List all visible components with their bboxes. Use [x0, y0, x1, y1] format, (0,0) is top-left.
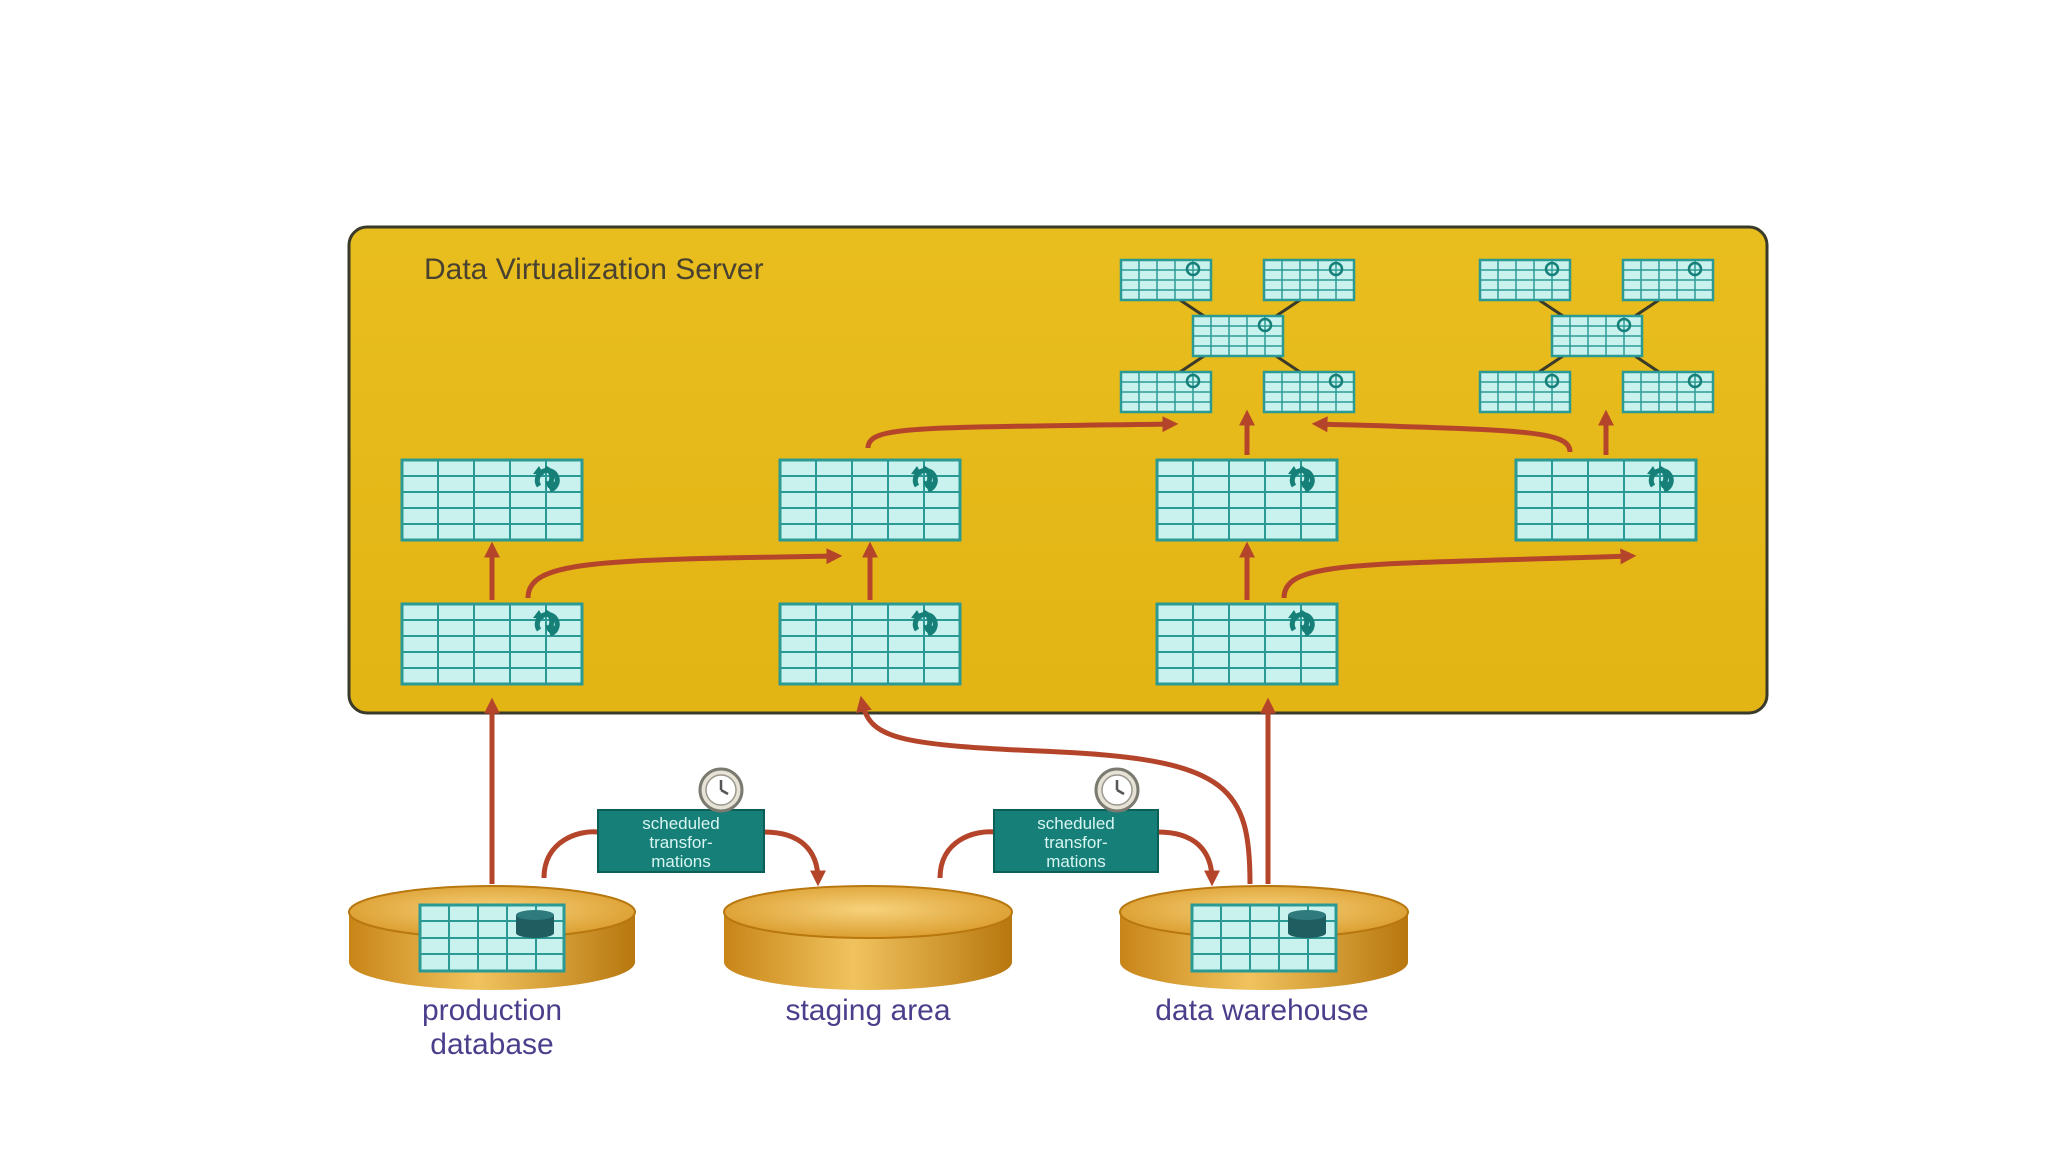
- production-label-line2: database: [430, 1028, 553, 1061]
- virtual-table-mid-1: [402, 460, 582, 540]
- production-label-line1: production: [422, 994, 562, 1027]
- view-cluster-left: [1119, 258, 1356, 414]
- virtual-table-base-1: [402, 604, 582, 684]
- scheduled-transform-right: scheduled transfor- mations: [993, 809, 1159, 873]
- server-title: Data Virtualization Server: [424, 253, 764, 286]
- source-arrows: [483, 695, 1277, 887]
- virtual-table-base-2: [780, 604, 960, 684]
- database-cylinder-icon: [418, 903, 566, 973]
- svg-text:mations: mations: [651, 852, 711, 871]
- virtual-table-mid-2: [780, 460, 960, 540]
- svg-text:mations: mations: [1046, 852, 1106, 871]
- data-warehouse-store: [1119, 885, 1409, 990]
- production-database: [348, 885, 636, 990]
- svg-text:scheduled: scheduled: [642, 814, 720, 833]
- warehouse-label: data warehouse: [1155, 994, 1369, 1027]
- svg-text:scheduled: scheduled: [1037, 814, 1115, 833]
- virtual-table-base-3: [1157, 604, 1337, 684]
- scheduled-transform-left: scheduled transfor- mations: [597, 809, 765, 873]
- virtual-table-mid-4: [1516, 460, 1696, 540]
- clock-icon: [698, 767, 744, 813]
- staging-area-store: [723, 885, 1013, 990]
- svg-text:transfor-: transfor-: [1044, 833, 1107, 852]
- server-panel: [347, 225, 1769, 715]
- staging-label: staging area: [785, 994, 950, 1027]
- view-cluster-right: [1478, 258, 1715, 414]
- database-cylinder-icon: [1190, 903, 1338, 973]
- virtual-table-mid-3: [1157, 460, 1337, 540]
- clock-icon: [1094, 767, 1140, 813]
- svg-text:transfor-: transfor-: [649, 833, 712, 852]
- flow-arrows: [483, 409, 1637, 600]
